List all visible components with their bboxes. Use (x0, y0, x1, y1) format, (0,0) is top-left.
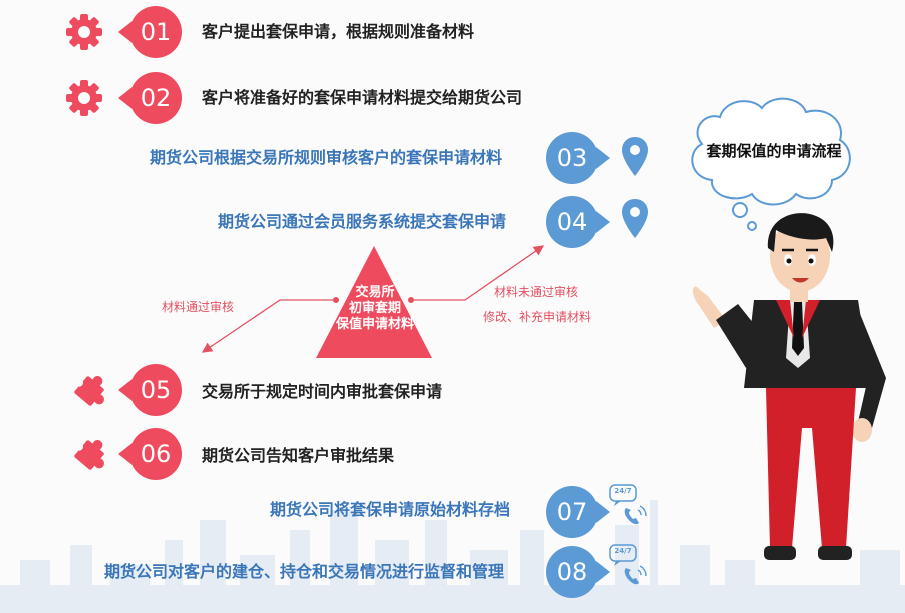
gear-icon (66, 80, 102, 116)
step-01-text: 客户提出套保申请，根据规则准备材料 (202, 22, 475, 41)
map-pin-icon (622, 137, 648, 176)
review-triangle (316, 246, 432, 358)
phone-24-7-icon: 24/7 (608, 484, 654, 530)
step-04-badge: 04 (546, 196, 610, 248)
review-triangle-text: 交易所 初审套期 保值申请材料 (335, 285, 414, 332)
step-05-text: 交易所于规定时间内审批套保申请 (202, 382, 443, 401)
step-01-badge: 01 (118, 6, 182, 58)
step-03-badge: 03 (546, 132, 610, 184)
step-06-text: 期货公司告知客户审批结果 (202, 446, 395, 465)
step-04-text: 期货公司通过会员服务系统提交套保申请 (218, 212, 507, 231)
step-07-text: 期货公司将套保申请原始材料存档 (270, 500, 511, 519)
fail-action-label: 修改、补充申请材料 (483, 310, 592, 324)
step-08-badge: 08 (546, 546, 610, 598)
cartoon-man-illustration (692, 213, 886, 560)
pass-label: 材料通过审核 (162, 300, 235, 314)
fail-label: 材料未通过审核 (494, 285, 579, 299)
step-02-text: 客户将准备好的套保申请材料提交给期货公司 (202, 88, 523, 107)
step-02-badge: 02 (118, 72, 182, 124)
puzzle-icon (74, 376, 104, 406)
step-07-badge: 07 (546, 486, 610, 538)
map-pin-icon (622, 199, 648, 238)
puzzle-icon (74, 440, 104, 470)
thought-title: 套期保值的申请流程 (706, 142, 842, 160)
pass-arrow (201, 299, 336, 353)
step-08-text: 期货公司对客户的建仓、持仓和交易情况进行监督和管理 (104, 562, 505, 581)
thought-cloud (691, 97, 851, 231)
step-06-badge: 06 (118, 428, 182, 480)
fail-arrow (411, 245, 545, 301)
step-03-text: 期货公司根据交易所规则审核客户的套保申请材料 (150, 148, 503, 167)
step-05-badge: 05 (118, 364, 182, 416)
phone-24-7-icon: 24/7 (608, 544, 654, 590)
gear-icon (66, 14, 102, 50)
